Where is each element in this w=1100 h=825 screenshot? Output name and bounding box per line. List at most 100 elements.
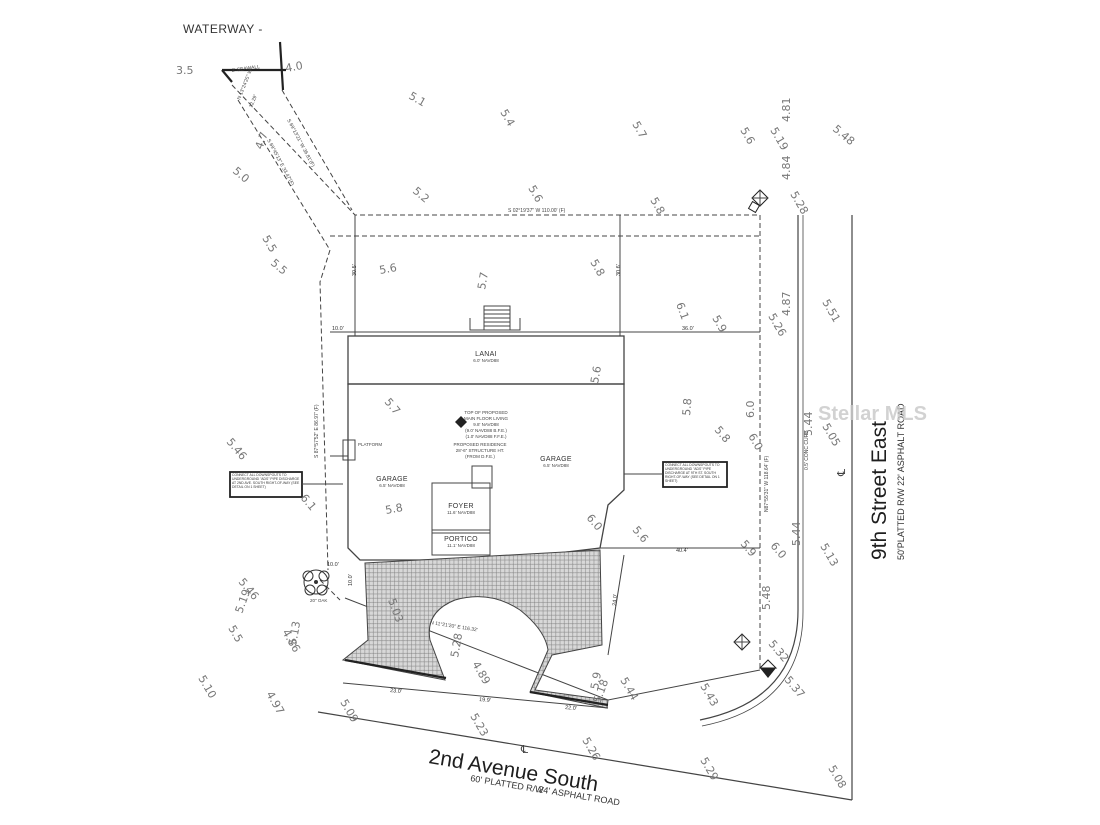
spot-elevation: 5.23 xyxy=(467,711,491,739)
center-note-3: 9.8' NAVD88 xyxy=(473,422,499,427)
spot-elevation: 5.29 xyxy=(697,755,721,783)
spot-elevation: 5.13 xyxy=(286,620,303,646)
spot-elevation: 5.5 xyxy=(225,623,245,645)
spot-elevation: 4.84 xyxy=(780,156,793,181)
dim-side-bottom: 10.0' xyxy=(327,562,339,568)
foyer-elevation: 11.6' NAVD88 xyxy=(447,510,475,515)
spot-elevation: 5.4 xyxy=(497,107,517,129)
utility-box-icon xyxy=(747,200,761,214)
garage-right-elevation: 6.5' NAVD88 xyxy=(543,463,569,468)
spot-elevation: 5.6 xyxy=(630,524,651,546)
center-note-4: (9.0' NAVD88 B.F.E.) xyxy=(465,428,507,433)
garage-right-label: GARAGE xyxy=(540,456,572,463)
portico-label: PORTICO xyxy=(444,536,478,543)
spot-elevation: 5.5 xyxy=(268,256,290,277)
seawall-label: 2' SEAWALL xyxy=(231,64,260,74)
callout-left: CONNECT ALL DOWNSPOUTS TO UNDERGROUND "A… xyxy=(229,471,343,498)
spot-elevation: 5.51 xyxy=(819,297,843,325)
spot-elevation: 5.19 xyxy=(233,588,254,615)
spot-elevation: 5.44 xyxy=(617,675,641,703)
spot-elevation: 4.87 xyxy=(780,292,793,317)
center-note-7: 28'-6" STRUCTURE HT. xyxy=(456,448,504,453)
bearing-seawall-c: S 69°13'21" W 36.81'(F) xyxy=(285,118,316,168)
property-boundary xyxy=(231,84,761,701)
centerline-east-icon: ℄ xyxy=(836,469,848,477)
dim-front-b: 19.9' xyxy=(479,697,491,704)
dim-right-bottom: 40.4' xyxy=(676,548,688,554)
center-note-8: (FROM D.F.E.) xyxy=(465,454,495,459)
lanai-label: LANAI xyxy=(475,351,497,358)
spot-elevation: 6.1 xyxy=(673,301,691,322)
bearing-north: S 02°19'37" W 110.00' (F) xyxy=(508,208,566,214)
spot-elevation: 5.09 xyxy=(337,697,361,725)
spot-elevation: 5.6 xyxy=(588,365,604,384)
spot-elevation: 5.0 xyxy=(230,164,252,185)
callout-left-text: CONNECT ALL DOWNSPOUTS TO UNDERGROUND "A… xyxy=(232,473,300,485)
bearing-front: N 11°21'20" E 116.32' xyxy=(430,620,478,633)
center-notes: TOP OF PROPOSED MAIN FLOOR LIVING 9.8' N… xyxy=(453,410,508,459)
spot-elevation: 5.7 xyxy=(629,119,649,141)
spot-elevation: 5.44 xyxy=(802,412,815,437)
survey-marker-se-icon xyxy=(733,633,751,651)
lanai-elevation: 6.0' NAVD88 xyxy=(473,358,499,363)
spot-elevation: 5.8 xyxy=(647,195,667,217)
garage-left-elevation: 6.5' NAVD88 xyxy=(379,483,405,488)
dim-left-setback: 10.0' xyxy=(332,326,344,332)
center-note-6: PROPOSED RESIDENCE xyxy=(453,442,506,447)
driveway-pavers xyxy=(341,549,609,709)
spot-elevation: 6.0 xyxy=(744,401,757,419)
spot-elevation: 5.43 xyxy=(697,681,721,709)
platform-label: PLATFORM xyxy=(358,442,382,447)
spot-elevation: 5.8 xyxy=(680,398,694,417)
seawall: 2' SEAWALL xyxy=(221,41,286,91)
spot-elevation: 5.44 xyxy=(790,522,803,547)
dimension-lines xyxy=(330,215,760,709)
spot-elevation: 5.6 xyxy=(378,261,397,277)
spot-elevation: 4.81 xyxy=(780,98,793,123)
callout-right: CONNECT ALL DOWNSPOUTS TO UNDERGROUND "A… xyxy=(624,461,728,488)
spot-elevation: 5.05 xyxy=(819,421,843,449)
concrete-curb-label: 0.5' CONC CURB xyxy=(804,430,810,470)
oak-label: 20" OAK xyxy=(310,598,327,603)
spot-elevation: 6.0 xyxy=(768,540,789,562)
water-valve-icon xyxy=(758,659,778,678)
bearing-east: N87°55'31" W 118.64' (F) xyxy=(764,455,770,512)
spot-elevation: 5.48 xyxy=(830,122,857,148)
callout-right-text: CONNECT ALL DOWNSPOUTS TO UNDERGROUND "A… xyxy=(665,463,720,479)
spot-elevation: 5.28 xyxy=(448,632,465,658)
spot-elevation: 4.7 xyxy=(253,130,271,151)
spot-elevation: 5.13 xyxy=(817,541,841,569)
spot-elevation: 5.6 xyxy=(737,125,757,147)
spot-elevation: 3.5 xyxy=(176,64,194,77)
portico-elevation: 11.1' NAVD88 xyxy=(447,543,475,548)
spot-elevation: 5.46 xyxy=(224,436,250,463)
survey-marker-ne-icon xyxy=(751,189,769,207)
spot-elevation: 5.48 xyxy=(760,586,773,611)
dim-rear-right: 30.6' xyxy=(616,264,622,276)
spot-elevation: 5.8 xyxy=(587,257,607,279)
spot-elevation: 6.0 xyxy=(584,512,605,534)
bearing-seawall-d: S 69°45'13" E 33.47'(F) xyxy=(265,138,295,187)
spot-elevation: 5.2 xyxy=(410,184,432,205)
spot-elevation: 4.89 xyxy=(469,659,493,687)
spot-elevation: 5.08 xyxy=(825,763,849,791)
center-note-2: MAIN FLOOR LIVING xyxy=(464,416,509,421)
spot-elevation: 6.0 xyxy=(745,431,765,453)
centerline-south-icon: ℄ xyxy=(520,744,528,756)
spot-elevation: 4.0 xyxy=(284,59,303,75)
spot-elevation: 5.9 xyxy=(738,538,759,560)
street-east-sub: 50'PLATTED R/W 22' ASPHALT ROAD xyxy=(896,403,906,560)
callout-right-ref: (SEE DETAIL ON 1 SHEET) xyxy=(665,475,720,483)
spot-elevation: 5.8 xyxy=(384,501,403,517)
watermark-logo: Stellar MLS xyxy=(818,403,927,425)
spot-elevation: 5.9 xyxy=(588,671,604,690)
dim-side-left: 10.0' xyxy=(348,574,354,586)
spot-elevation: 5.9 xyxy=(709,313,729,335)
spot-elevation: 5.7 xyxy=(475,271,491,290)
bearing-west: S 87°57'52" E 86.97' (F) xyxy=(314,404,320,458)
spot-elevation: 5.28 xyxy=(787,189,811,217)
dim-rear-left: 30.5' xyxy=(352,264,358,276)
center-note-1: TOP OF PROPOSED xyxy=(464,410,508,415)
